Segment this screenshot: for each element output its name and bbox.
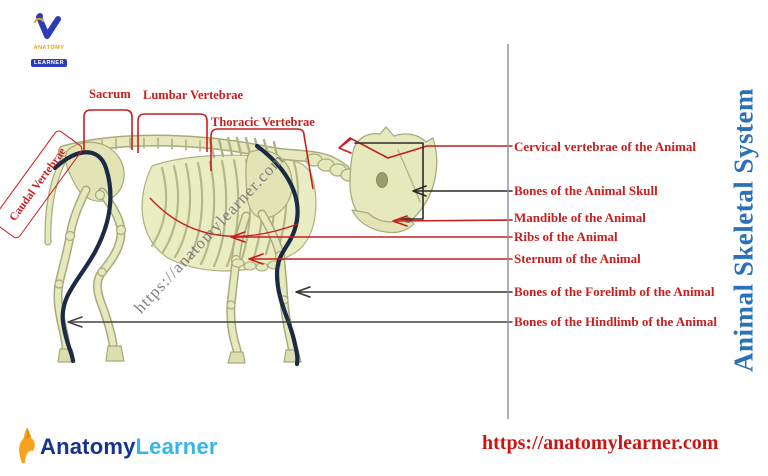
- label-cervical-vertebrae: Cervical vertebrae of the Animal: [514, 139, 696, 154]
- sacrum-bracket: [83, 109, 133, 151]
- label-ribs: Ribs of the Animal: [514, 229, 618, 244]
- skeleton-illustration: [44, 126, 438, 364]
- limb-trace-lines: [52, 143, 300, 367]
- header-logo-icon: [34, 13, 61, 39]
- footer-logo: AnatomyLearner: [14, 428, 218, 464]
- thoracic-bracket: [210, 128, 314, 190]
- forelimb-leader: [295, 286, 513, 298]
- footer-logo-learner-text: Learner: [135, 434, 218, 459]
- forelimb-trace-line: [254, 143, 300, 367]
- skull-shape: [349, 126, 438, 231]
- header-logo: ANATOMY LEARNER: [27, 12, 71, 69]
- label-hindlimb-bones: Bones of the Hindlimb of the Animal: [514, 314, 717, 329]
- label-skull-bones: Bones of the Animal Skull: [514, 183, 658, 198]
- lumbar-bracket: [137, 113, 208, 153]
- header-logo-learner-text: LEARNER: [30, 59, 68, 67]
- ribs-arc: [149, 197, 299, 237]
- label-sacrum: Sacrum: [89, 87, 131, 101]
- hindlimb-leader: [67, 316, 513, 328]
- hindlimb-trace-line: [52, 150, 113, 364]
- annotation-leaders: [67, 137, 513, 328]
- skull-bracket-leader: [354, 142, 513, 220]
- label-thoracic-vertebrae: Thoracic Vertebrae: [211, 115, 315, 129]
- annotation-brackets: [83, 109, 314, 237]
- eye-socket: [376, 172, 388, 188]
- footer-logo-anatomy-text: Anatomy: [40, 434, 136, 459]
- ribs-leader: [230, 231, 513, 243]
- footer-logo-figure-icon: [19, 428, 35, 463]
- mandible-leader: [392, 215, 513, 227]
- page-title: Animal Skeletal System: [728, 88, 759, 372]
- cervical-leader: [338, 137, 513, 159]
- label-forelimb-bones: Bones of the Forelimb of the Animal: [514, 284, 715, 299]
- label-mandible: Mandible of the Animal: [514, 210, 646, 225]
- label-lumbar-vertebrae: Lumbar Vertebrae: [143, 88, 244, 102]
- sternum-leader: [248, 253, 513, 265]
- label-sternum: Sternum of the Animal: [514, 251, 641, 266]
- footer-url-link[interactable]: https://anatomylearner.com: [482, 432, 719, 454]
- mandible-shape: [351, 209, 415, 234]
- header-logo-anatomy-text: ANATOMY: [33, 45, 65, 51]
